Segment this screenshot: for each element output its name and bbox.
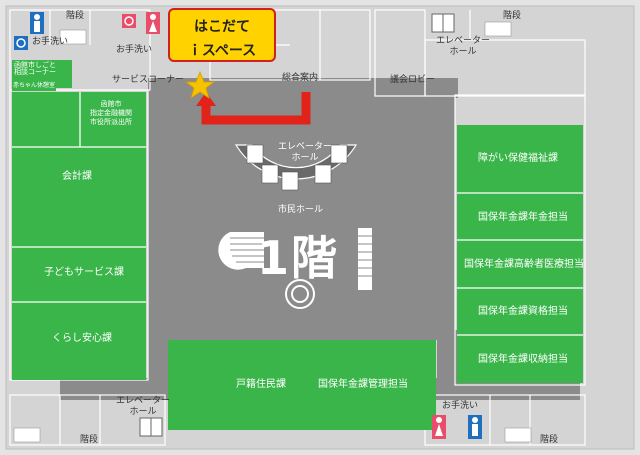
star-marker-icon xyxy=(184,70,216,99)
office-kanri[interactable]: 国保年金課管理担当 xyxy=(318,379,408,390)
area-service-corner: サービスコーナー xyxy=(112,75,185,85)
stairs-label-bottomleft: 階段 xyxy=(80,435,99,445)
office-koureisha[interactable]: 国保年金課高齢者医療担当 xyxy=(464,259,584,270)
stairs-label-topleft: 階段 xyxy=(66,11,85,21)
wheelchair-icon xyxy=(14,14,136,50)
office-koseki[interactable]: 戸籍住民課 xyxy=(236,379,286,390)
washroom-label-topleft: お手洗い xyxy=(32,37,69,47)
elevator-icon xyxy=(139,13,455,437)
stairs-label-topright: 階段 xyxy=(503,11,522,21)
area-lobby: 議会ロビー xyxy=(390,75,436,85)
washroom-label-topcenter: お手洗い xyxy=(116,45,153,55)
area-shimin-hall: 市民ホール xyxy=(278,205,324,215)
floor-number: 1 xyxy=(257,231,292,285)
office-kaikei[interactable]: 会計課 xyxy=(62,171,92,182)
office-shigoto[interactable]: 函館市しごと 相談コーナー xyxy=(14,61,56,76)
washroom-label-bottomright: お手洗い xyxy=(442,401,479,411)
toilet-male-icon xyxy=(30,12,44,34)
floor-label: 1階 xyxy=(257,222,339,288)
route-arrow-icon xyxy=(196,92,311,125)
office-shogai[interactable]: 障がい保健福祉課 xyxy=(478,153,558,164)
callout-line2: ｉスペース xyxy=(187,43,257,59)
office-kodomo[interactable]: 子どもサービス課 xyxy=(44,267,124,278)
stairs-label-bottomright: 階段 xyxy=(540,435,559,445)
office-shuno[interactable]: 国保年金課収納担当 xyxy=(478,354,568,365)
office-shikaku[interactable]: 国保年金課資格担当 xyxy=(478,306,568,317)
office-bank[interactable]: 函館市 指定金融機関 市役所派出所 xyxy=(90,100,132,126)
office-nenkin[interactable]: 国保年金課年金担当 xyxy=(478,212,568,223)
callout-line1: はこだて xyxy=(194,19,250,35)
area-elevator-center: エレベーター ホール xyxy=(278,142,333,163)
floor-name: 階 xyxy=(291,231,340,285)
toilet-female-icon xyxy=(146,12,160,34)
ispace-callout: はこだて ｉスペース xyxy=(168,8,276,62)
area-elevator-bottomleft: エレベーター ホール xyxy=(116,396,171,417)
area-elevator-topright: エレベーター ホール xyxy=(436,36,491,57)
area-sougou: 総合案内 xyxy=(282,73,319,83)
office-kurashi[interactable]: くらし安心課 xyxy=(52,333,112,344)
office-akachan[interactable]: 赤ちゃん休憩室 xyxy=(13,82,56,89)
